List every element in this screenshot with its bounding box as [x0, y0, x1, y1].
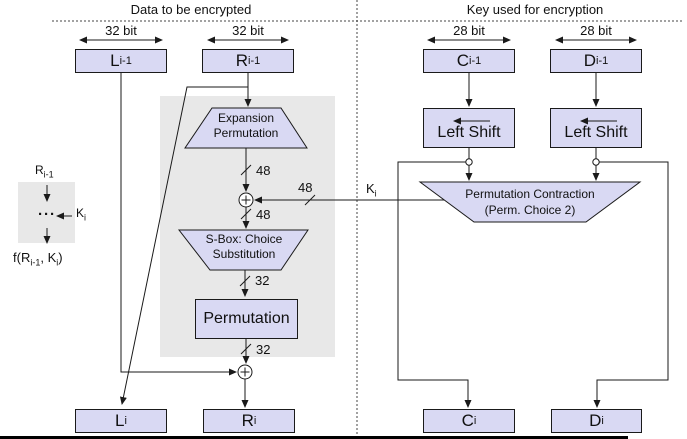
legend-output-part: , K: [40, 250, 57, 265]
xor2-icon: [237, 364, 253, 380]
header-data-section: Data to be encrypted: [130, 2, 252, 17]
legend-input-main: R: [35, 163, 44, 177]
data-wires: [119, 73, 448, 408]
bottom-edge-bar: [0, 436, 628, 439]
permutation-label: Permutation: [203, 310, 290, 327]
register-main: C: [461, 411, 474, 430]
wire-d-loop-to-di: [593, 161, 669, 408]
bit-label-d: 28 bit: [580, 23, 612, 38]
slash-tick-icon: [240, 208, 252, 220]
legend-output-part: ): [58, 250, 63, 265]
label-permutation-out: 32: [256, 342, 271, 357]
legend-output-part: f(R: [13, 250, 31, 265]
label-line1: Permutation Contraction: [465, 187, 595, 201]
register-sub: i: [124, 415, 127, 427]
register-sub: i: [473, 415, 477, 427]
legend-output-sub: i: [56, 257, 59, 268]
register-main: D: [583, 51, 597, 70]
label-expansion-out: 48: [256, 163, 271, 178]
register-sub: i-1: [248, 55, 261, 67]
register-sub: i-1: [119, 55, 132, 67]
register-main: R: [235, 51, 249, 70]
permutation-contraction-label: Permutation Contraction (Perm. Choice 2): [440, 186, 620, 218]
label-line2: Permutation: [213, 126, 279, 140]
junction-dot-icon: [592, 158, 600, 166]
permutation-contraction-block: [418, 181, 642, 223]
left-shift-arrow-icon: [580, 117, 617, 125]
bit-label-r: 32 bit: [232, 23, 264, 38]
expansion-permutation-block: [184, 107, 308, 149]
slash-tick-icon: [239, 275, 251, 287]
left-shift-label: Left Shift: [437, 124, 501, 141]
legend-input-sub: i-1: [43, 169, 54, 180]
left-shift-arrow-icon: [453, 117, 490, 125]
label-sbox-out: 32: [255, 273, 270, 288]
bit-label-c: 28 bit: [453, 23, 485, 38]
wire-r-to-li: [119, 86, 248, 405]
subkey-sub: i: [374, 188, 377, 199]
label-line2: (Perm. Choice 2): [484, 203, 576, 217]
xor1-icon: [238, 192, 254, 208]
sbox-block: [177, 229, 309, 271]
slash-tick-icon: [240, 343, 252, 355]
sbox-label: S-Box: Choice Substitution: [184, 232, 304, 262]
legend-key-main: K: [76, 206, 85, 220]
legend-dots: ···: [38, 206, 56, 223]
wire-l-to-xor2: [120, 73, 237, 376]
bus-width-ticks: [239, 164, 316, 355]
register-sub: i-1: [469, 55, 482, 67]
label-line2: Substitution: [212, 247, 276, 261]
slash-tick-icon: [304, 194, 316, 206]
left-shift-c-block: Left Shift: [423, 108, 515, 148]
register-main: L: [110, 51, 120, 70]
register-sub: i-1: [596, 55, 609, 67]
legend-key-sub: i: [84, 212, 87, 223]
register-main: R: [241, 411, 254, 430]
slash-tick-icon: [240, 164, 252, 176]
legend-key-label: Ki: [76, 206, 86, 222]
legend-output-sub: i-1: [30, 257, 41, 268]
label-line1: Expansion: [217, 111, 275, 125]
left-shift-d-block: Left Shift: [550, 108, 642, 148]
label-line1: S-Box: Choice: [205, 232, 283, 246]
left-shift-label: Left Shift: [564, 124, 628, 141]
register-main: L: [115, 411, 125, 430]
register-main: C: [456, 51, 470, 70]
register-sub: i: [253, 415, 257, 427]
legend-output-label: f(Ri-1, Ki): [13, 250, 63, 268]
register-main: D: [589, 411, 602, 430]
header-key-section: Key used for encryption: [466, 2, 604, 17]
wire-c-loop-to-ci: [397, 161, 472, 408]
label-subkey-width: 48: [298, 180, 313, 195]
permutation-block: Permutation: [195, 299, 298, 339]
bit-label-l: 32 bit: [105, 23, 137, 38]
legend-arrows: [43, 185, 72, 244]
legend-input-label: Ri-1: [35, 163, 54, 179]
expansion-permutation-label: Expansion Permutation: [186, 111, 306, 141]
register-sub: i: [601, 415, 604, 427]
label-subkey: Ki: [366, 181, 377, 199]
label-xor-in: 48: [256, 207, 271, 222]
subkey-main: K: [366, 181, 375, 196]
junction-dot-icon: [465, 158, 473, 166]
